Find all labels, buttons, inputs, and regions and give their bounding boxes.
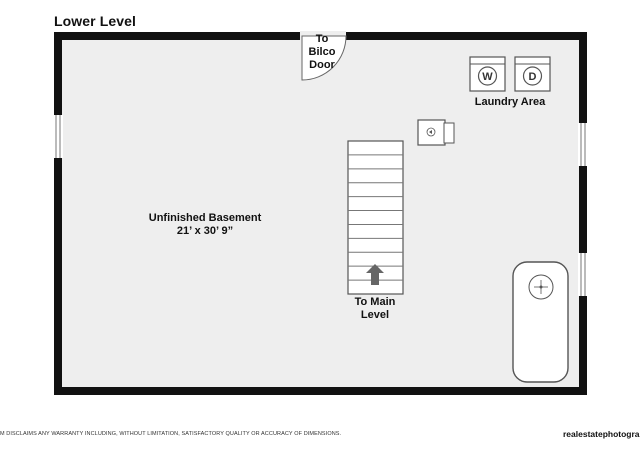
dryer-icon: D (514, 56, 551, 92)
brand-watermark: realestatephotograph (563, 429, 640, 439)
disclaimer-text: M DISCLAIMS ANY WARRANTY INCLUDING, WITH… (0, 431, 342, 437)
oil-tank-icon (512, 261, 569, 383)
bilco-door (300, 31, 347, 81)
plan-title: Lower Level (54, 13, 137, 29)
stairs-label-line: To Main (354, 296, 396, 308)
room-label: Unfinished Basement 21’ x 30’ 9” (130, 212, 280, 238)
bilco-label-line: Door (309, 59, 335, 71)
laundry-label: Laundry Area (474, 96, 546, 108)
up-arrow-icon (366, 264, 384, 285)
room-dimensions: 21’ x 30’ 9” (176, 225, 234, 237)
bilco-door-label: To Bilco Door (297, 33, 347, 72)
bilco-label-line: To (315, 33, 329, 45)
washer-icon: W (469, 56, 506, 92)
room-name: Unfinished Basement (148, 212, 262, 224)
window-right-lower (578, 253, 588, 296)
basement-floor (54, 32, 587, 395)
window-left (53, 115, 63, 158)
bilco-label-line: Bilco (308, 46, 336, 58)
svg-text:D: D (529, 71, 537, 83)
stairs-label-line: Level (360, 309, 390, 321)
staircase (347, 140, 404, 295)
stairs-label: To Main Level (340, 296, 410, 322)
water-heater-icon (417, 119, 455, 146)
svg-text:W: W (482, 71, 493, 83)
window-right-upper (578, 123, 588, 166)
